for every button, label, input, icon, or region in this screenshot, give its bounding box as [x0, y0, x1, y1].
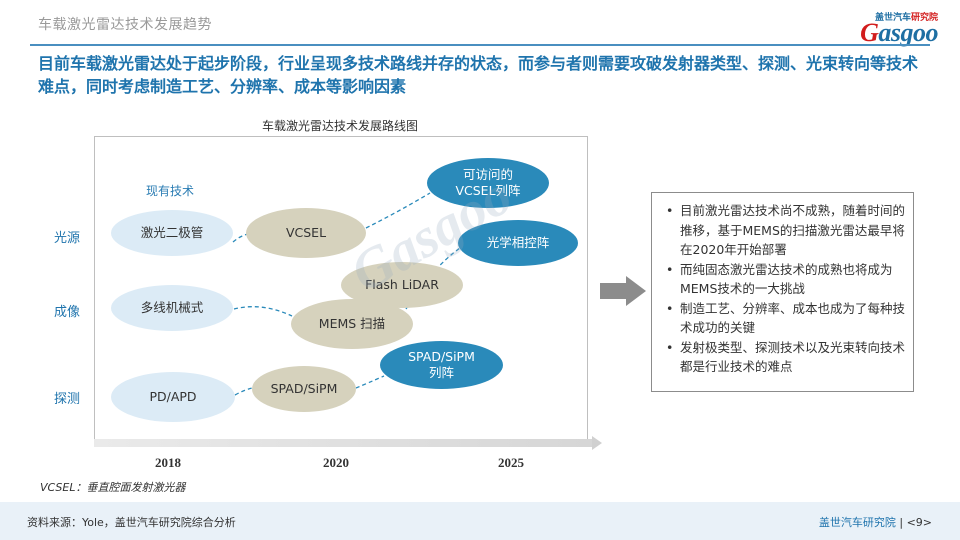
- logo-en-text: Gasgoo: [860, 18, 938, 47]
- gasgoo-logo: 盖世汽车研究院 Gasgoo: [820, 8, 938, 47]
- row-label-imaging: 成像: [54, 305, 81, 320]
- footer-band: [0, 502, 960, 540]
- footer-page-info: 盖世汽车研究院 | <9>: [819, 514, 932, 530]
- node-pd-apd: PD/APD: [111, 372, 235, 422]
- node-laser-diode: 激光二极管: [111, 210, 233, 256]
- page-number: <9>: [906, 516, 932, 529]
- summary-list: 目前激光雷达技术尚不成熟，随着时间的推移，基于MEMS的扫描激光雷达最早将在20…: [660, 201, 905, 377]
- source-note: 资料来源：Yole，盖世汽车研究院综合分析: [27, 516, 236, 529]
- row-label-light-source: 光源: [54, 231, 81, 246]
- summary-bullet: 目前激光雷达技术尚不成熟，随着时间的推移，基于MEMS的扫描激光雷达最早将在20…: [660, 201, 905, 260]
- year-label-2020: 2020: [323, 455, 349, 470]
- timeline-arrowhead: [592, 436, 602, 450]
- timeline-axis: [94, 439, 594, 447]
- summary-bullet: 制造工艺、分辨率、成本也成为了每种技术成功的关键: [660, 299, 905, 338]
- node-mems-scan: MEMS 扫描: [291, 299, 413, 349]
- node-multiline-mechanical: 多线机械式: [111, 285, 233, 331]
- diagram-title: 车载激光雷达技术发展路线图: [261, 119, 418, 133]
- footer-org: 盖世汽车研究院: [818, 516, 896, 529]
- node-optical-phased-array: 光学相控阵: [458, 220, 578, 266]
- vcsel-footnote: VCSEL：垂直腔面发射激光器: [40, 481, 186, 494]
- slide-headline: 目前车载激光雷达处于起步阶段，行业呈现多技术路线并存的状态，而参与者则需要攻破发…: [38, 54, 919, 96]
- year-label-2018: 2018: [155, 455, 181, 470]
- header-divider: [30, 44, 930, 46]
- summary-box: 目前激光雷达技术尚不成熟，随着时间的推移，基于MEMS的扫描激光雷达最早将在20…: [651, 192, 914, 392]
- summary-bullet: 而纯固态激光雷达技术的成熟也将成为MEMS技术的一大挑战: [660, 260, 905, 299]
- node-vcsel: VCSEL: [246, 208, 366, 258]
- logo-cn-text: 盖世汽车研究院: [874, 13, 938, 23]
- right-arrow-icon: [600, 276, 646, 306]
- row-label-detection: 探测: [54, 392, 81, 407]
- summary-bullet: 发射极类型、探测技术以及光束转向技术都是行业技术的难点: [660, 338, 905, 377]
- footer-separator: |: [895, 516, 907, 529]
- node-spad-sipm: SPAD/SiPM: [252, 366, 356, 412]
- year-label-2025: 2025: [498, 455, 524, 470]
- page-section-title: 车载激光雷达技术发展趋势: [38, 17, 212, 33]
- current-tech-label: 现有技术: [146, 184, 195, 198]
